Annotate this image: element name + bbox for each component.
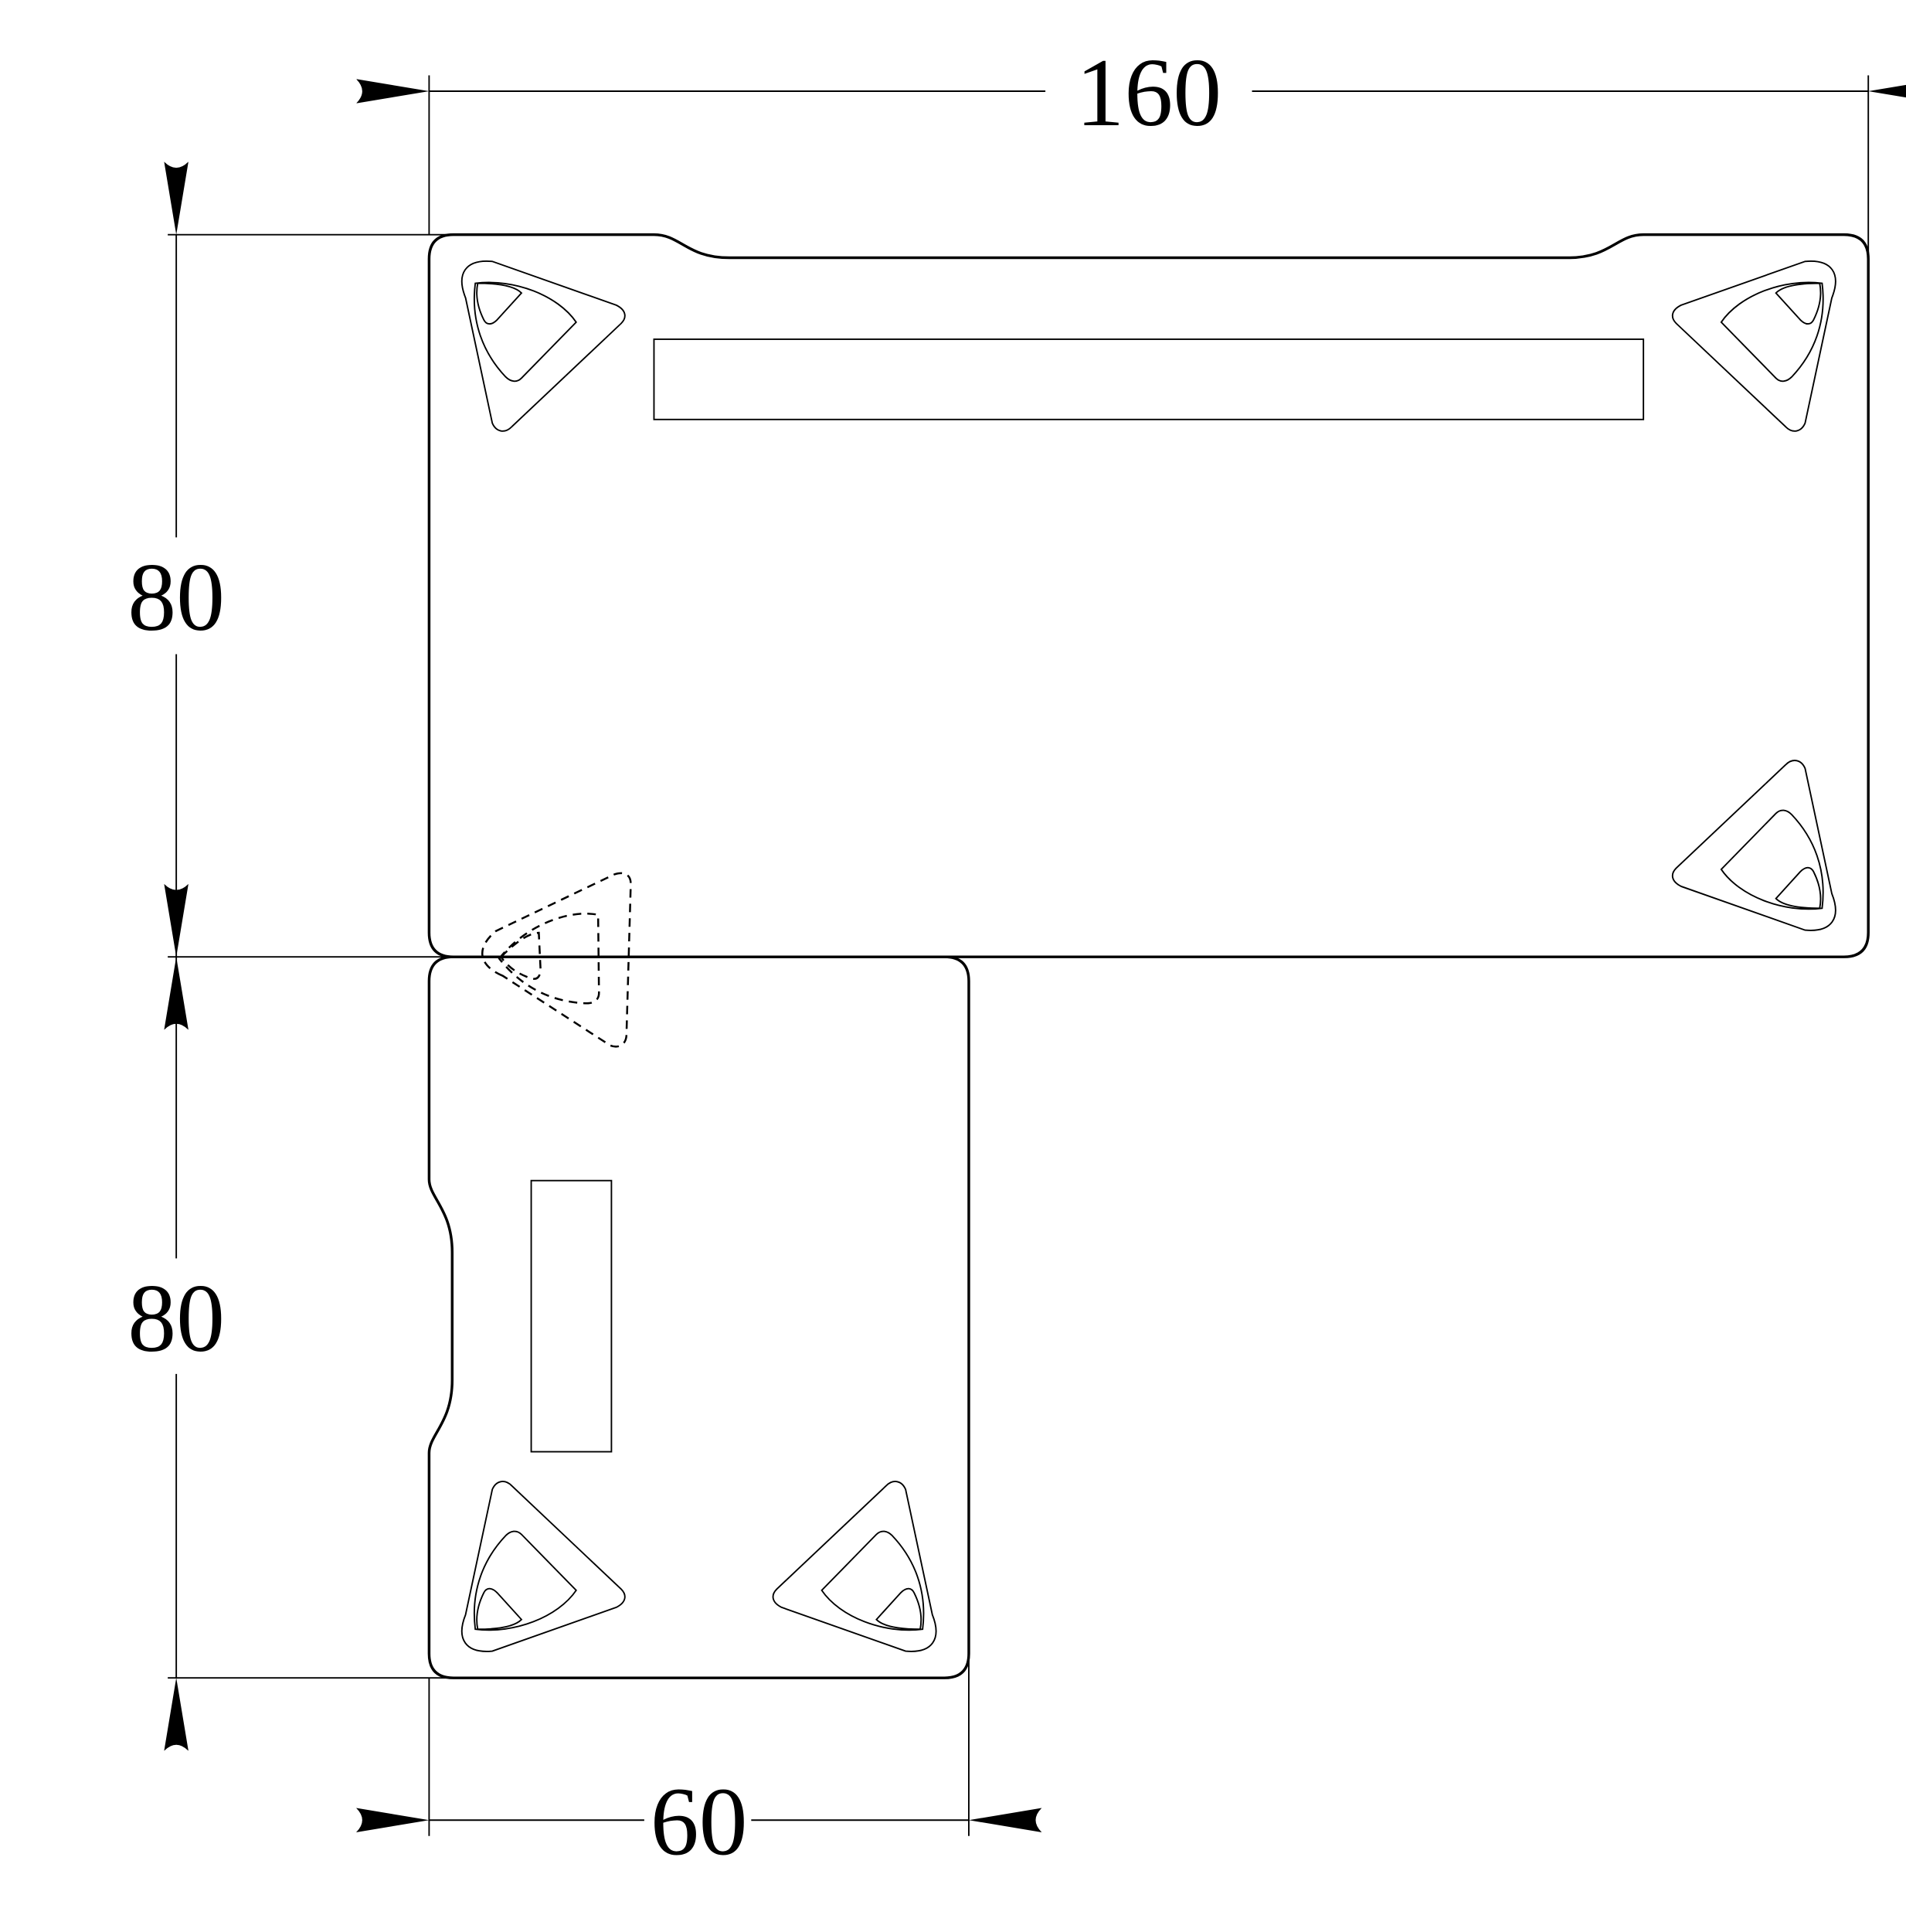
bottom-panel-slot [530, 1179, 613, 1453]
dimension-label-60: 60 [651, 1768, 748, 1876]
top-panel-slot [653, 338, 1645, 420]
dimension-label-160: 160 [1075, 39, 1221, 147]
corner-clip-top-panel-bottom-right [1671, 760, 1836, 931]
bottom-panel-outline [427, 955, 970, 1679]
dimension-lower-height: 80 [127, 883, 225, 1751]
dimension-label-80-upper: 80 [127, 544, 225, 651]
corner-clip-bottom-left [460, 1481, 626, 1652]
dimension-label-80-lower: 80 [127, 1265, 225, 1372]
extension-lines [168, 75, 1870, 1836]
hidden-clip-dashed [473, 836, 711, 1074]
dimension-bottom-width: 60 [356, 1768, 1042, 1876]
corner-clip-bottom-right [772, 1481, 937, 1652]
corner-clip-top-right [1671, 260, 1836, 432]
top-panel-outline [427, 233, 1870, 958]
corner-clip-top-left [460, 260, 626, 432]
dimension-top-width: 160 [356, 39, 1906, 147]
dimension-upper-height: 80 [127, 162, 225, 1030]
